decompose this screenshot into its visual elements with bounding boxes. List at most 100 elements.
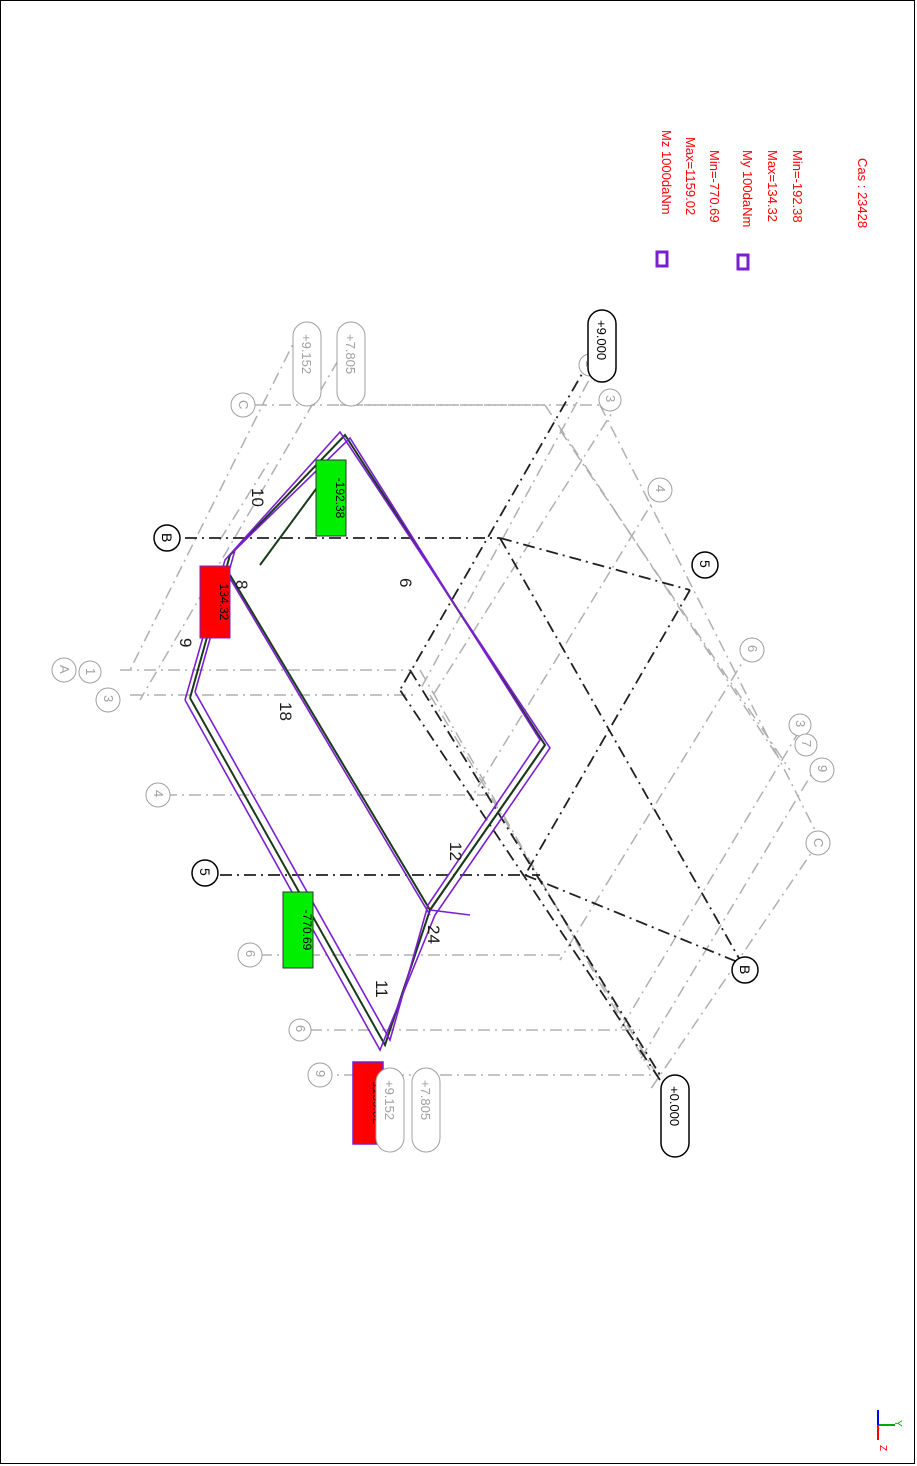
axis-triad: Y Z xyxy=(877,1410,903,1451)
bar-number: 12 xyxy=(446,842,465,861)
grid-lines-light xyxy=(120,329,821,1091)
legend: Mz 1000daNm Max=1159.02 Min=-770.69 My 1… xyxy=(655,130,870,271)
bar-numbers: 9 10 6 18 12 24 11 8 xyxy=(176,488,465,998)
grid-label: 4 xyxy=(647,477,673,503)
grid-line xyxy=(524,589,691,876)
grid-label: 4 xyxy=(145,782,171,808)
svg-text:A: A xyxy=(57,665,72,674)
grid-label: 7 xyxy=(794,733,818,757)
level-label: +9.152 xyxy=(375,1067,405,1153)
svg-text:C: C xyxy=(236,400,251,409)
mz-legend-swatch xyxy=(655,250,669,268)
grid-line xyxy=(429,399,621,701)
grid-label: 6 xyxy=(237,942,263,968)
my-legend-min: Min=-192.38 xyxy=(790,150,805,223)
min-mz-box: -770.69 xyxy=(282,891,314,969)
bar-12 xyxy=(429,744,546,911)
my-legend-swatch xyxy=(736,253,750,271)
grid-labels-dark: B 5 5 B xyxy=(153,524,759,984)
svg-text:5: 5 xyxy=(697,560,713,568)
bar-number: 8 xyxy=(232,580,251,589)
svg-text:+9.152: +9.152 xyxy=(299,334,314,374)
grid-label: 3 xyxy=(598,388,622,412)
grid-label: 9 xyxy=(809,757,835,783)
mz-legend-min: Min=-770.69 xyxy=(707,150,722,223)
bar-number: 6 xyxy=(396,578,415,587)
grid-label: C xyxy=(230,392,256,418)
level-label: +7.805 xyxy=(336,321,366,407)
svg-text:B: B xyxy=(737,965,753,974)
my-curve xyxy=(184,430,551,1052)
svg-text:6: 6 xyxy=(293,1025,308,1032)
svg-text:9: 9 xyxy=(815,765,830,772)
moment-curves xyxy=(184,430,551,1052)
level-label: +0.000 xyxy=(660,1074,690,1158)
bar-18-curve xyxy=(224,569,431,916)
svg-text:3: 3 xyxy=(603,395,618,402)
svg-text:3: 3 xyxy=(793,720,808,727)
grid-line xyxy=(499,537,741,961)
grid-line xyxy=(559,429,791,771)
grid-line xyxy=(419,669,651,1071)
svg-text:5: 5 xyxy=(197,868,213,876)
svg-text:+9.152: +9.152 xyxy=(382,1080,397,1120)
bar-number: 9 xyxy=(176,638,195,647)
grid-line xyxy=(559,649,751,961)
mz-curve xyxy=(194,436,541,1043)
bar-18 xyxy=(229,574,431,911)
grid-line xyxy=(139,339,351,701)
grid-label: 1 xyxy=(78,660,102,684)
svg-text:B: B xyxy=(159,533,175,542)
bar-number: 24 xyxy=(424,925,443,944)
svg-text:9: 9 xyxy=(313,1070,328,1077)
grid-line xyxy=(499,537,691,591)
grid-line xyxy=(399,689,661,1081)
grid-line xyxy=(419,359,601,691)
grid-labels-light: C A 1 3 4 6 9 6 4 3 9 C 1 3 6 7 xyxy=(51,353,835,1088)
grid-line xyxy=(639,759,821,1061)
grid-label: 9 xyxy=(307,1062,333,1088)
grid-lines-dark xyxy=(185,359,746,1081)
grid-label: C xyxy=(805,830,831,856)
max-my-box: 134.32 xyxy=(199,565,231,639)
grid-label: A xyxy=(51,657,77,683)
svg-text:6: 6 xyxy=(243,950,258,957)
my-legend-label: My 100daNm xyxy=(740,150,755,227)
bar-number: 11 xyxy=(372,980,391,998)
svg-text:6: 6 xyxy=(745,645,760,652)
min-mz-value: -770.69 xyxy=(300,910,314,951)
grid-line xyxy=(219,459,271,541)
grid-line xyxy=(129,329,301,671)
svg-text:+7.805: +7.805 xyxy=(418,1080,433,1120)
min-my-value: -192.38 xyxy=(333,478,347,519)
level-label: +7.805 xyxy=(411,1067,441,1153)
grid-label: 6 xyxy=(739,637,765,663)
grid-label: 6 xyxy=(288,1018,312,1042)
grid-line xyxy=(399,359,591,691)
y-axis-label: Y xyxy=(892,1420,903,1427)
my-legend-max: Max=134.32 xyxy=(765,150,780,222)
mz-legend-max: Max=1159.02 xyxy=(683,137,698,215)
grid-line xyxy=(619,729,801,1031)
svg-text:4: 4 xyxy=(151,790,166,797)
bar-number: 18 xyxy=(276,702,295,721)
svg-text:3: 3 xyxy=(101,695,116,702)
grid-line xyxy=(524,874,746,966)
grid-label: B xyxy=(153,524,181,552)
svg-text:+0.000: +0.000 xyxy=(667,1086,682,1126)
z-axis-label: Z xyxy=(877,1445,888,1451)
grid-label: 5 xyxy=(691,551,719,579)
grid-line xyxy=(544,404,781,761)
level-labels: +9.152 +7.805 +9.000 +0.000 +9.152 +7.80… xyxy=(292,309,690,1158)
grid-label: 3 xyxy=(788,713,812,737)
grid-line xyxy=(409,669,661,1076)
min-my-box: -192.38 xyxy=(315,459,347,537)
case-label: Cas : 23428 xyxy=(855,158,870,228)
level-label: +9.000 xyxy=(587,309,617,383)
grid-label: B xyxy=(731,956,759,984)
bar-24-curve xyxy=(429,909,471,916)
grid-line xyxy=(429,694,661,1081)
grid-label: 3 xyxy=(95,687,121,713)
